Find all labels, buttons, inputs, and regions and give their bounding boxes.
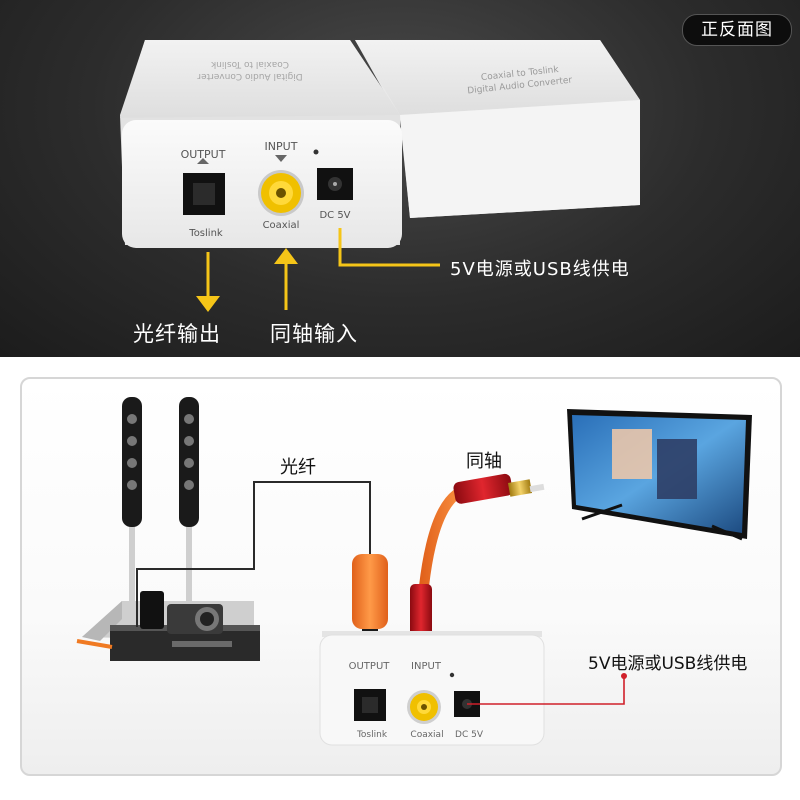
product-photo-front-back: 正反面图 Coaxial to Toslink Digital Audio Co…: [0, 0, 800, 357]
converter-box-bottom: OUTPUT Toslink INPUT Coaxial DC 5V: [319, 631, 545, 746]
caption-power: 5V电源或USB线供电: [450, 259, 630, 280]
label-coaxial: Coaxial: [263, 220, 300, 231]
home-theater-receiver: [76, 591, 260, 661]
connection-diagram: OUTPUT Toslink INPUT Coaxial DC 5V 光纤 同轴…: [20, 377, 782, 776]
speaker-left: [108, 397, 156, 624]
label-power: 5V电源或USB线供电: [588, 654, 748, 674]
television: [567, 409, 752, 541]
speaker-right: [179, 397, 199, 625]
label-input: INPUT: [265, 140, 298, 153]
caption-optical-out: 光纤输出: [133, 322, 221, 346]
coax-connector-top: [453, 473, 545, 504]
label-dc: DC 5V: [319, 210, 350, 221]
converter-box-front: Coaxial to Toslink Digital Audio Convert…: [120, 40, 402, 248]
bottom-label-input: INPUT: [411, 661, 442, 672]
svg-text:Coaxial to Toslink: Coaxial to Toslink: [210, 59, 289, 69]
callout-arrows: [206, 228, 440, 310]
label-optical: 光纤: [280, 457, 316, 478]
view-badge: 正反面图: [682, 14, 792, 46]
down-arrow-icon: [196, 296, 220, 312]
svg-text:Digital Audio Converter: Digital Audio Converter: [197, 71, 303, 81]
converter-box-rear: Coaxial to Toslink Digital Audio Convert…: [355, 40, 640, 218]
power-callout-red: [467, 676, 625, 705]
up-arrow-icon: [274, 248, 298, 264]
label-coax: 同轴: [466, 451, 502, 472]
label-output: OUTPUT: [181, 148, 226, 161]
device-illustration-top: Coaxial to Toslink Digital Audio Convert…: [120, 40, 640, 312]
bottom-label-coaxial: Coaxial: [410, 730, 443, 740]
bottom-label-output: OUTPUT: [349, 661, 391, 672]
bottom-label-toslink: Toslink: [356, 730, 388, 740]
optical-cable: [136, 481, 371, 627]
bottom-label-dc: DC 5V: [455, 730, 484, 740]
power-callout-line: [338, 228, 440, 267]
connection-illustration: OUTPUT Toslink INPUT Coaxial DC 5V: [76, 397, 752, 746]
label-toslink: Toslink: [188, 228, 223, 239]
caption-coax-in: 同轴输入: [270, 322, 358, 346]
